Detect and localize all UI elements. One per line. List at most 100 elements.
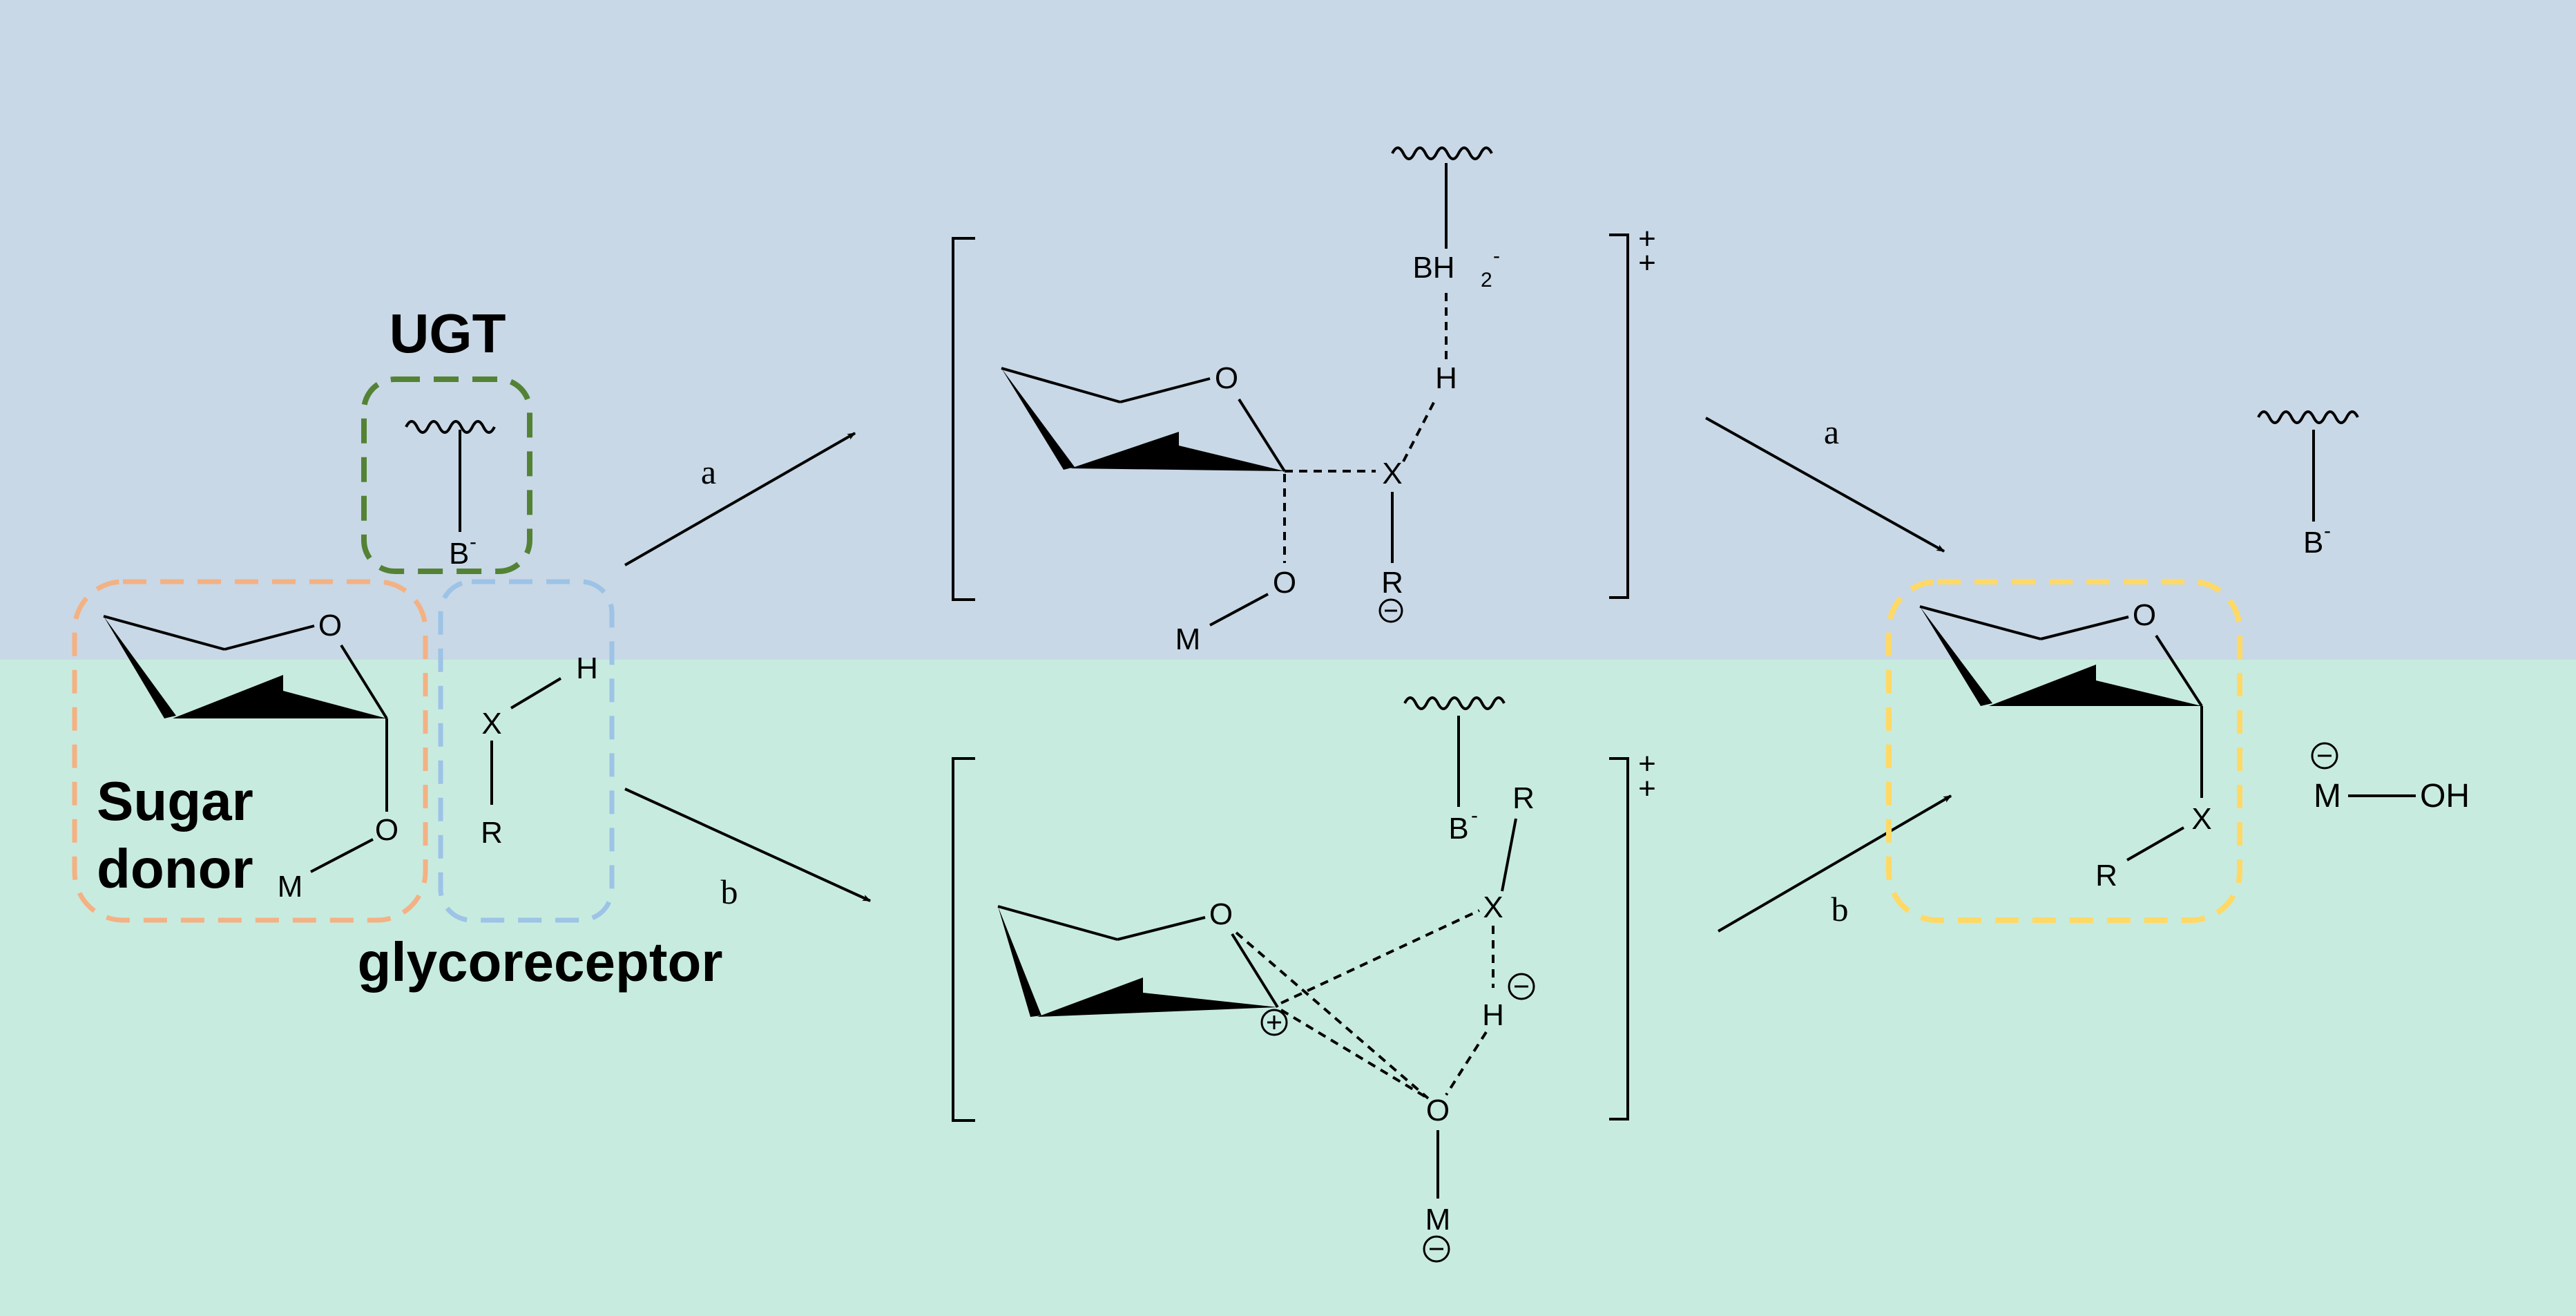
- receptor-atom-h: H: [576, 651, 598, 685]
- ts-a-charge-1: +: [1638, 222, 1656, 256]
- sugar-bond-o-m: [310, 838, 374, 873]
- ts-a-atom-h: H: [1435, 361, 1457, 395]
- ts-b-partial-h-o: [1445, 1031, 1488, 1096]
- ts-a-charge-2: +: [1638, 246, 1656, 280]
- ugt-wavy-bond: [405, 420, 496, 434]
- ugt-charge-minus: -: [470, 531, 477, 553]
- ts-b-charge-1: +: [1638, 747, 1656, 781]
- product-bond-top: [1919, 605, 2041, 640]
- ts-b-bond-o-left: [1117, 916, 1206, 941]
- sugar-bond-o-right: [340, 644, 388, 720]
- ts-a-bond-top: [1001, 367, 1121, 403]
- reactants-group: UGT Sugar donor glycoreceptor B - O O M …: [72, 303, 723, 993]
- ts-a-atom-x: X: [1382, 457, 1402, 490]
- ts-a-bracket-left: [952, 237, 975, 601]
- ts-b-bond-top: [997, 905, 1118, 941]
- top-background: [0, 0, 2576, 660]
- ts-b-ring-o: O: [1209, 897, 1233, 931]
- receptor-bond-x-h: [510, 677, 562, 709]
- ts-b-charge-2: +: [1638, 772, 1656, 805]
- ts-b-wedge-bottom: [1037, 978, 1278, 1017]
- arrow-label-a-2: a: [1824, 412, 1839, 451]
- ts-b-c1-charge-circle: [1260, 1009, 1288, 1036]
- ts-b-bracket-right: [1609, 757, 1629, 1120]
- ugt-box: [361, 376, 532, 574]
- arrow-label-a-1: a: [701, 452, 716, 491]
- ugt-atom-b: B: [449, 537, 469, 571]
- byproduct-atom-m: M: [2314, 778, 2341, 814]
- ts-b-o-leaving: O: [1426, 1094, 1450, 1127]
- arrow-path-a-1: [624, 432, 856, 566]
- sugar-bond-top: [103, 615, 225, 651]
- product-bond-o-right: [2155, 634, 2203, 707]
- product-wedge-left: [1920, 607, 1992, 706]
- arrow-path-a-2: [1705, 417, 1945, 553]
- ts-b-atom-b: B: [1448, 812, 1468, 846]
- ts-a-bh2-charge: -: [1493, 245, 1500, 267]
- products-group: O X R B - M OH: [1886, 410, 2470, 923]
- ts-a-bracket-right: [1609, 233, 1629, 599]
- byproduct-charge-circle: [2311, 742, 2338, 770]
- product-bond-o-left: [2040, 616, 2129, 640]
- ts-b-h-charge-circle: [1508, 973, 1535, 1000]
- ts-a-wavy-bond: [1391, 146, 1493, 160]
- transition-state-a: + + O O M X R H BH 2 -: [952, 146, 1656, 656]
- sugar-donor-box: [72, 579, 428, 923]
- product-bond-x-r: [2126, 826, 2184, 861]
- ts-a-bond-o-m: [1209, 593, 1269, 627]
- ts-b-atom-h: H: [1482, 998, 1504, 1032]
- ts-b-bond-o-right: [1231, 933, 1279, 1009]
- product-box: [1886, 579, 2242, 923]
- ts-b-atom-x: X: [1483, 890, 1503, 924]
- ts-a-bond-o-right: [1238, 398, 1286, 473]
- ts-b-bracket-left: [952, 757, 975, 1122]
- sugar-donor-label-line1: Sugar: [97, 770, 253, 832]
- sugar-donor-label-line2: donor: [97, 838, 253, 899]
- ts-a-ring-o: O: [1215, 361, 1238, 395]
- ts-b-wavy-bond: [1403, 696, 1506, 710]
- sugar-bond-o-left: [224, 624, 315, 651]
- arrow-label-b-2: b: [1832, 890, 1849, 928]
- ts-b-b-charge: -: [1471, 804, 1478, 827]
- ts-a-bond-o-left: [1119, 377, 1211, 403]
- receptor-atom-r: R: [481, 816, 503, 850]
- sugar-wedge-bottom: [173, 675, 387, 718]
- ts-a-partial-x-h: [1402, 397, 1438, 462]
- ts-a-wedge-bottom: [1070, 432, 1285, 471]
- ts-b-m-charge-circle: [1423, 1235, 1450, 1263]
- ts-a-atom-bh2: BH: [1412, 251, 1454, 285]
- byproduct-atom-oh: OH: [2420, 778, 2470, 814]
- ts-b-atom-r: R: [1512, 781, 1535, 815]
- glycoreceptor-label: glycoreceptor: [357, 931, 722, 993]
- ts-b-atom-m: M: [1425, 1203, 1451, 1237]
- product-base-charge: -: [2324, 519, 2331, 542]
- ts-a-atom-m: M: [1175, 622, 1201, 656]
- ts-b-partial-c1-x: [1280, 909, 1480, 1004]
- ts-a-o-leaving: O: [1273, 566, 1296, 600]
- ts-a-wedge-left: [1001, 368, 1075, 470]
- bottom-background: [0, 660, 2576, 1316]
- ts-b-wedge-left: [998, 906, 1041, 1017]
- sugar-o-leaving: O: [375, 813, 398, 847]
- product-ring-o: O: [2133, 598, 2156, 632]
- arrow-path-b-2: [1717, 794, 1952, 933]
- sugar-atom-m: M: [278, 870, 303, 904]
- sugar-ring-o: O: [318, 609, 342, 642]
- ts-a-r-charge-circle: [1378, 598, 1403, 623]
- ts-b-bond-x-r: [1501, 818, 1517, 892]
- product-base-wavy-bond: [2257, 410, 2359, 424]
- ts-a-bh2-subscript: 2: [1481, 269, 1492, 292]
- transition-state-b: + + O X R B - H O M: [952, 696, 1656, 1263]
- product-base-atom-b: B: [2303, 526, 2323, 560]
- arrow-label-b-1: b: [721, 872, 738, 911]
- ugt-label: UGT: [390, 303, 506, 364]
- product-wedge-bottom: [1989, 665, 2202, 706]
- product-atom-r: R: [2095, 859, 2117, 893]
- receptor-atom-x: X: [481, 707, 501, 741]
- product-atom-x: X: [2191, 802, 2211, 836]
- sugar-wedge-left: [104, 616, 176, 718]
- glycoreceptor-box: [438, 579, 615, 923]
- ts-a-atom-r: R: [1381, 566, 1403, 600]
